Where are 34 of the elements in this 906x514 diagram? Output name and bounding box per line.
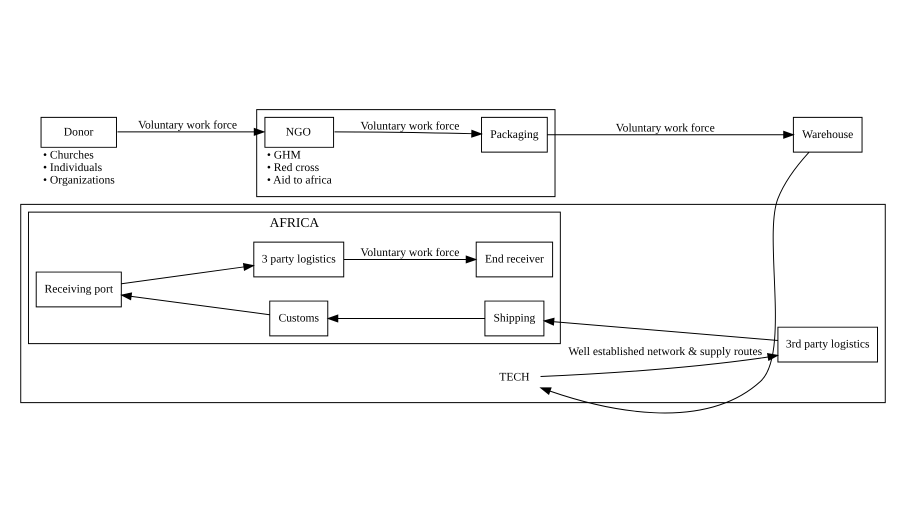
node-box: Packaging xyxy=(481,116,548,152)
edge-label: Voluntary work force xyxy=(360,246,460,259)
node-box: NGO xyxy=(264,116,334,148)
edge-label: Well established network & supply routes xyxy=(568,344,762,358)
node-text: TECH xyxy=(499,370,530,383)
arrow xyxy=(547,130,795,138)
node-box: Shipping xyxy=(484,300,544,336)
arrow xyxy=(326,314,486,322)
arrow xyxy=(343,254,478,264)
arrow xyxy=(116,127,266,136)
arrow xyxy=(540,352,780,376)
edge-label: Voluntary work force xyxy=(616,120,715,134)
arrow xyxy=(121,262,255,284)
node-box: Donor xyxy=(40,116,117,148)
arrow xyxy=(120,292,270,315)
edge-label: Voluntary work force xyxy=(360,119,460,132)
arrow xyxy=(539,151,810,413)
edge-label: Voluntary work force xyxy=(138,118,238,132)
node-label: • Individuals xyxy=(42,160,102,174)
node-box: End receiver xyxy=(476,241,554,277)
node-box: Warehouse xyxy=(792,116,863,152)
cluster xyxy=(256,108,556,197)
node-label: • Organizations xyxy=(42,173,115,186)
node-box: Customs xyxy=(269,300,328,336)
cluster xyxy=(20,203,886,403)
arrow xyxy=(542,317,778,340)
node-label: • Churches xyxy=(42,148,94,162)
node-box: 3rd party logistics xyxy=(777,326,878,362)
node-label: • Red cross xyxy=(266,160,320,174)
node-box: Receiving port xyxy=(36,271,122,307)
node-label: • Aid to africa xyxy=(266,173,332,186)
node-box: 3 party logistics xyxy=(253,241,344,277)
arrow xyxy=(334,129,483,138)
node-label: • GHM xyxy=(266,148,301,162)
